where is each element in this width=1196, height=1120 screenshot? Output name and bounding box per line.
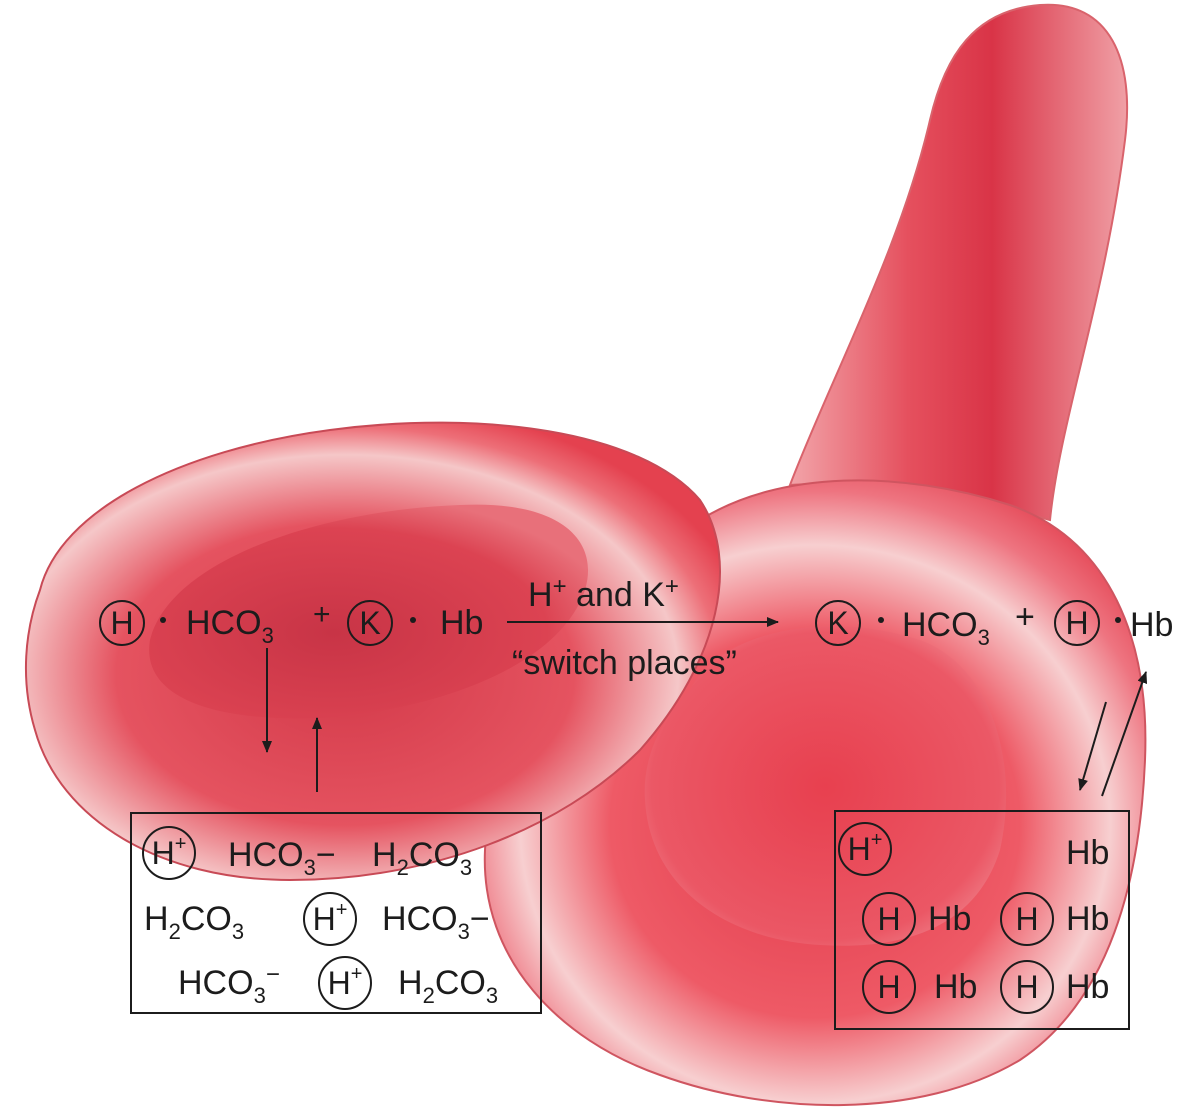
hemoglobin-label: Hb: [1066, 970, 1109, 1004]
bicarbonate-label: HCO3: [902, 608, 990, 642]
switch-label-top: H+ and K+: [528, 578, 679, 612]
circled-h-ion: H: [99, 600, 145, 646]
bicarbonate-ion-label: HCO3−: [228, 838, 336, 872]
plus-sign: +: [313, 600, 331, 630]
hemoglobin-label: Hb: [1066, 836, 1109, 870]
switch-label-bottom: “switch places”: [512, 646, 737, 680]
carbonic-acid-label: H2CO3: [398, 966, 498, 1000]
circled-k-ion: K: [815, 600, 861, 646]
bond-dot: [878, 617, 884, 623]
circled-h-ion: H: [1000, 892, 1054, 946]
hemoglobin-label: Hb: [1130, 608, 1173, 642]
circled-k-ion: K: [347, 600, 393, 646]
bicarbonate-ion-label: HCO3−: [178, 966, 280, 1000]
circled-h-plus: H+: [142, 826, 196, 880]
circled-h-plus: H+: [303, 892, 357, 946]
hemoglobin-label: Hb: [934, 970, 977, 1004]
hemoglobin-label: Hb: [1066, 902, 1109, 936]
hemoglobin-label: Hb: [928, 902, 971, 936]
bond-dot: [410, 617, 416, 623]
bicarbonate-label: HCO3: [186, 606, 274, 640]
carbonic-acid-label: H2CO3: [372, 838, 472, 872]
circled-h-ion: H: [862, 892, 916, 946]
bond-dot: [160, 617, 166, 623]
circled-h-ion: H: [1054, 600, 1100, 646]
carbonic-acid-label: H2CO3: [144, 902, 244, 936]
standing-cell: [790, 5, 1127, 520]
hemoglobin-label: Hb: [440, 606, 483, 640]
circled-h-plus: H+: [838, 822, 892, 876]
bond-dot: [1115, 617, 1121, 623]
bicarbonate-ion-label: HCO3−: [382, 902, 490, 936]
circled-h-ion: H: [862, 960, 916, 1014]
circled-h-ion: H: [1000, 960, 1054, 1014]
plus-sign: +: [1015, 600, 1035, 634]
circled-h-plus: H+: [318, 956, 372, 1010]
